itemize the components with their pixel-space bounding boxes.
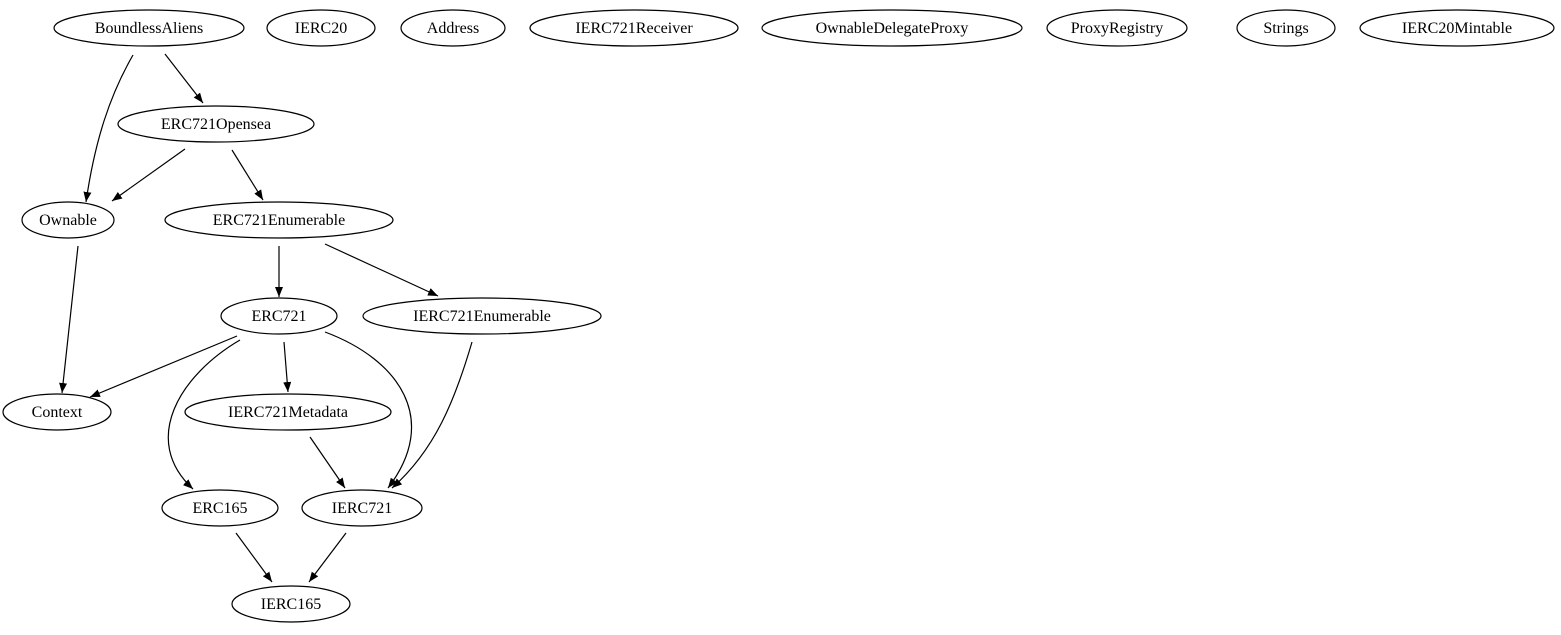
edge-ierc721enumerable-to-ierc721: [391, 341, 473, 489]
edge-ierc721metadata-to-ierc721: [309, 436, 346, 489]
node-ierc165: IERC165: [231, 585, 351, 623]
edge-ownable-to-context: [59, 245, 79, 394]
node-ownable: Ownable: [21, 201, 115, 239]
node-label: IERC721Enumerable: [413, 308, 551, 325]
node-label: IERC165: [261, 596, 321, 613]
edge-boundlessaliens-to-ownable: [83, 54, 134, 203]
node-ierc20: IERC20: [266, 9, 376, 47]
node-shape: [400, 9, 506, 47]
node-ownabledelegateproxy: OwnableDelegateProxy: [761, 9, 1023, 47]
node-label: Ownable: [39, 212, 97, 229]
node-label: ProxyRegistry: [1071, 20, 1163, 37]
edge-ierc721-to-ierc165: [308, 532, 347, 583]
node-erc721opensea: ERC721Opensea: [117, 105, 315, 143]
node-proxyregistry: ProxyRegistry: [1046, 9, 1188, 47]
node-label: BoundlessAliens: [95, 20, 203, 37]
node-shape: [2, 393, 112, 431]
node-shape: [220, 297, 338, 335]
node-erc165: ERC165: [161, 489, 279, 527]
node-label: ERC721: [251, 308, 306, 325]
node-shape: [21, 201, 115, 239]
edge-erc721enumerable-to-ierc721enumerable: [324, 243, 439, 297]
edge-erc721-to-erc165: [167, 339, 241, 490]
node-label: IERC721Metadata: [228, 404, 348, 421]
node-label: OwnableDelegateProxy: [816, 20, 969, 37]
node-label: IERC721Receiver: [575, 20, 693, 37]
node-shape: [161, 489, 279, 527]
node-shape: [529, 9, 739, 47]
node-ierc721: IERC721: [301, 489, 423, 527]
edge-erc721opensea-to-ownable: [111, 148, 186, 202]
node-erc721: ERC721: [220, 297, 338, 335]
node-shape: [117, 105, 315, 143]
node-boundlessaliens: BoundlessAliens: [53, 9, 245, 47]
node-label: Strings: [1263, 20, 1308, 37]
edge-erc721opensea-to-erc721enumerable: [231, 149, 264, 201]
node-ierc721receiver: IERC721Receiver: [529, 9, 739, 47]
edge-erc721-to-context: [89, 335, 238, 398]
node-context: Context: [2, 393, 112, 431]
node-label: ERC165: [192, 500, 247, 517]
edge-erc165-to-ierc165: [235, 532, 273, 583]
node-label: IERC20: [295, 20, 347, 37]
node-shape: [1236, 9, 1336, 47]
node-shape: [184, 393, 392, 431]
node-label: ERC721Opensea: [161, 116, 271, 133]
node-label: ERC721Enumerable: [213, 212, 345, 229]
edge-erc721-to-ierc721: [324, 331, 413, 489]
node-shape: [362, 297, 602, 335]
node-label: IERC721: [332, 500, 392, 517]
edge-erc721-to-ierc721metadata: [283, 341, 292, 393]
node-shape: [1359, 9, 1555, 47]
node-ierc721enumerable: IERC721Enumerable: [362, 297, 602, 335]
node-shape: [53, 9, 245, 47]
node-label: Address: [427, 20, 479, 37]
node-label: IERC20Mintable: [1402, 20, 1512, 37]
node-erc721enumerable: ERC721Enumerable: [164, 201, 394, 239]
node-shape: [266, 9, 376, 47]
node-label: Context: [32, 404, 83, 421]
node-ierc20mintable: IERC20Mintable: [1359, 9, 1555, 47]
node-strings: Strings: [1236, 9, 1336, 47]
node-shape: [231, 585, 351, 623]
node-shape: [164, 201, 394, 239]
node-ierc721metadata: IERC721Metadata: [184, 393, 392, 431]
node-shape: [301, 489, 423, 527]
node-shape: [761, 9, 1023, 47]
edge-boundlessaliens-to-erc721opensea: [164, 53, 204, 104]
node-address: Address: [400, 9, 506, 47]
node-shape: [1046, 9, 1188, 47]
